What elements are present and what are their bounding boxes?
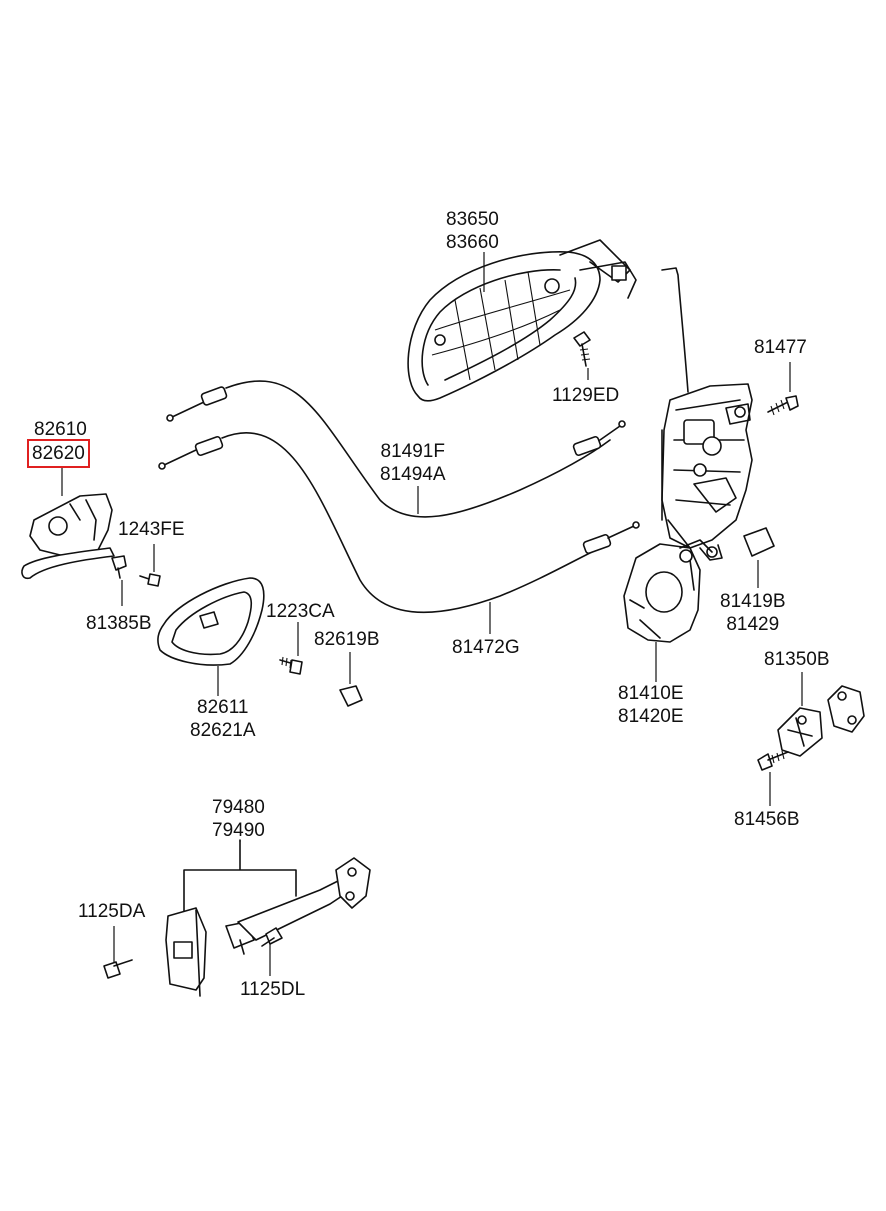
cable-81472g [158, 432, 640, 614]
screw-81456b [757, 750, 789, 771]
label-81350b: 81350B [764, 649, 830, 670]
inner-door-handle [157, 577, 265, 666]
inner-handle-cover [21, 493, 115, 580]
door-striker [777, 685, 865, 757]
screw-1223ca [279, 656, 303, 675]
label-checker: 79480 79490 [212, 797, 265, 841]
label-82620-highlighted[interactable]: 82620 [27, 439, 90, 468]
plug-82619b [339, 685, 363, 707]
label-cable-81491f: 81491F 81494A [380, 441, 446, 485]
label-81419b: 81419B 81429 [720, 591, 786, 635]
outer-door-handle [407, 239, 637, 402]
label-inner-handle: 82611 82621A [190, 697, 256, 741]
screw-1243fe [139, 573, 161, 587]
label-82610: 82610 [34, 419, 87, 440]
label-actuator: 81410E 81420E [618, 683, 684, 727]
label-1125dl: 1125DL [240, 979, 306, 1000]
lock-rod [661, 267, 689, 393]
label-81456b: 81456B [734, 809, 800, 830]
label-81477: 81477 [754, 337, 807, 358]
label-1243fe: 1243FE [118, 519, 185, 540]
door-latch-assembly [661, 383, 753, 561]
cable-81491f [166, 380, 626, 518]
bolt-1125dl [261, 927, 283, 947]
clip-81385b [111, 555, 127, 579]
door-lock-actuator [623, 539, 713, 643]
label-1223ca: 1223CA [266, 601, 335, 622]
label-1129ed: 1129ED [552, 385, 620, 406]
label-81385b: 81385B [86, 613, 152, 634]
bolt-1129ed [573, 331, 591, 367]
pad-81419b [743, 527, 775, 557]
bolt-81477 [767, 395, 799, 416]
label-81472g: 81472G [452, 637, 520, 658]
label-outer-handle: 83650 83660 [446, 209, 499, 253]
label-1125da: 1125DA [78, 901, 146, 922]
bolt-1125da [103, 959, 133, 979]
door-checker [165, 839, 371, 997]
label-82619b: 82619B [314, 629, 380, 650]
